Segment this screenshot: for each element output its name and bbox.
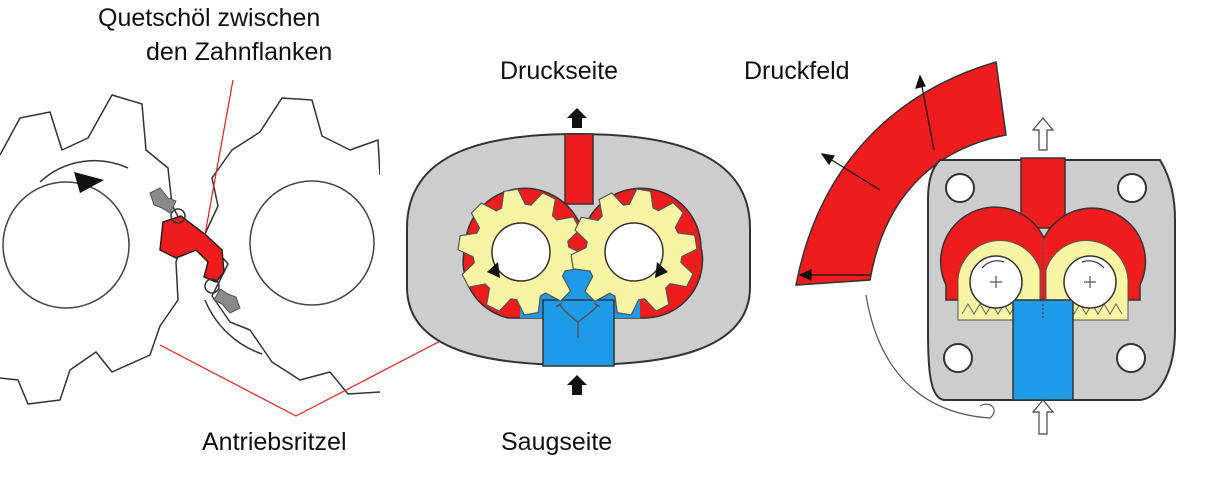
contact-point (170, 208, 186, 224)
contact-point (204, 278, 220, 294)
force-arrow-icon (149, 187, 177, 214)
leader-line (203, 79, 234, 241)
squeezed-oil-label-line2: den Zahnflanken (146, 38, 333, 66)
pressure-field-label: Druckfeld (744, 57, 850, 85)
suction-flow-icon (555, 302, 601, 338)
rotation-arrow-icon (487, 262, 500, 278)
drive-pinion-label: Antriebsritzel (202, 428, 347, 456)
outline-arrow-up-icon (1031, 399, 1055, 435)
pressure-side-label: Druckseite (500, 57, 619, 85)
gear-shaft-bore (604, 222, 664, 282)
pressure-field-diagram (795, 61, 1176, 419)
left-gear (457, 188, 585, 316)
force-arrow-icon (213, 288, 241, 314)
rotation-arrow-icon (655, 262, 668, 278)
arrow-up-icon (567, 375, 587, 395)
squeezed-oil-label-line1: Quetschöl zwischen (98, 4, 321, 32)
rotation-arrow-icon (74, 172, 104, 193)
gear-shaft-bore (491, 222, 551, 282)
outline-arrow-up-icon (1031, 117, 1055, 151)
arrow-up-icon (567, 108, 587, 128)
suction-side-label: Saugseite (501, 428, 613, 456)
leader-line (159, 309, 501, 417)
right-gear (570, 188, 698, 316)
squeezed-oil-region (159, 215, 225, 283)
gear-pump-cross-section (406, 132, 751, 367)
